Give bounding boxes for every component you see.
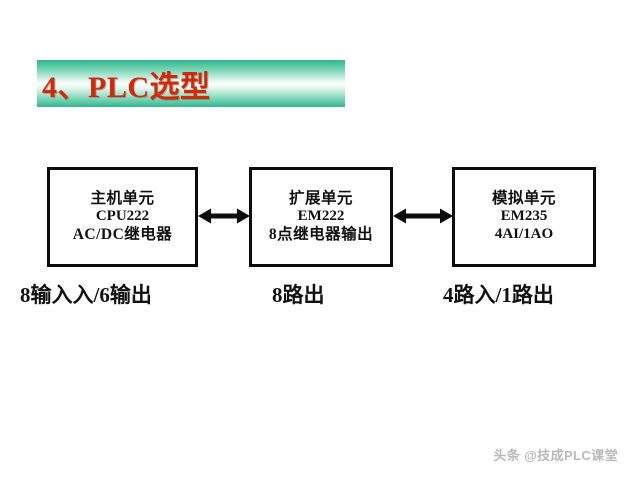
block-line-1: 主机单元	[90, 189, 155, 207]
title-banner	[37, 60, 345, 107]
block-caption-expansion-unit: 8路出	[272, 283, 325, 307]
diagram-block-expansion-unit: 扩展单元 EM222 8点继电器输出	[249, 167, 393, 267]
block-line-1: 模拟单元	[491, 190, 556, 208]
diagram-block-analog-unit: 模拟单元 EM235 4AI/1AO	[452, 167, 596, 267]
block-caption-host-unit: 8输入入/6输出	[20, 283, 152, 307]
watermark: 头条 @技成PLC课堂	[493, 448, 618, 463]
block-line-2: EM222	[297, 208, 345, 225]
block-line-2: CPU222	[95, 208, 150, 225]
double-arrow-icon-1	[198, 208, 250, 224]
block-line-3: 8点继电器输出	[268, 225, 374, 243]
block-line-3: AC/DC继电器	[72, 225, 173, 243]
double-arrow-icon-2	[393, 208, 453, 224]
block-line-3: 4AI/1AO	[494, 226, 554, 243]
block-caption-analog-unit: 4路入/1路出	[443, 283, 554, 307]
block-line-2: EM235	[500, 208, 548, 225]
diagram-block-host-unit: 主机单元 CPU222 AC/DC继电器	[47, 167, 198, 267]
page-title: 4、PLC选型	[42, 70, 211, 104]
block-line-1: 扩展单元	[288, 189, 353, 207]
